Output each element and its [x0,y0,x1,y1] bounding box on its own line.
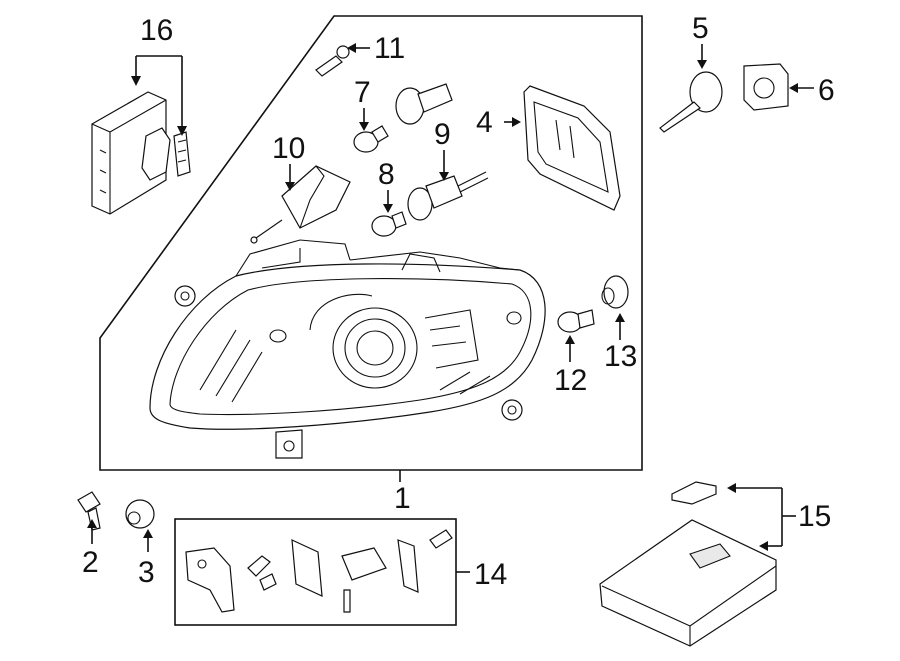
arrow-7 [359,122,369,131]
callout-14: 14 [474,558,507,591]
arrow-15-a [727,483,736,493]
callout-10: 10 [272,132,305,165]
callout-9: 9 [434,118,451,151]
leveling-motor-10 [250,165,351,244]
callout-13: 13 [604,340,637,373]
callout-2: 2 [82,546,99,579]
callout-11: 11 [374,32,405,65]
callout-15: 15 [798,500,831,533]
seal-5 [659,71,723,133]
bulb-cover-4 [523,85,621,211]
arrow-16-a [131,76,141,86]
callout-8: 8 [378,158,395,191]
bulb-9 [407,171,489,221]
arrow-8 [383,204,393,213]
socket-13 [601,275,629,309]
callout-3: 3 [138,556,155,589]
arrow-6 [789,83,798,93]
arrow-5 [697,60,707,69]
callout-7: 7 [354,76,371,109]
arrow-13 [615,313,625,322]
arrow-3 [143,529,153,538]
arrow-9 [439,172,449,181]
control-module-16 [91,91,191,215]
arrow-11 [347,43,356,53]
callout-4: 4 [476,106,493,139]
arrow-12 [565,335,575,344]
bulb-7 [353,125,389,153]
bolt-2 [77,491,101,531]
callout-12: 12 [554,364,587,397]
socket-6 [743,63,789,111]
screw-11 [315,45,350,77]
grommet-3 [125,499,155,529]
arrow-10 [285,182,295,191]
arrow-2 [87,519,97,528]
bulb-8 [371,211,407,237]
socket-top [395,83,453,125]
bulb-12 [557,309,595,333]
repair-kit-parts [185,529,453,613]
callout-5: 5 [692,12,709,45]
arrow-15-b [759,541,768,551]
control-module-15 [599,481,777,647]
callout-6: 6 [818,74,835,107]
assembly-outline [99,15,643,471]
callout-16: 16 [140,14,173,47]
arrow-16-b [177,126,187,136]
callout-1: 1 [394,482,411,515]
arrow-4 [512,117,521,127]
headlamp-assembly [149,239,546,459]
